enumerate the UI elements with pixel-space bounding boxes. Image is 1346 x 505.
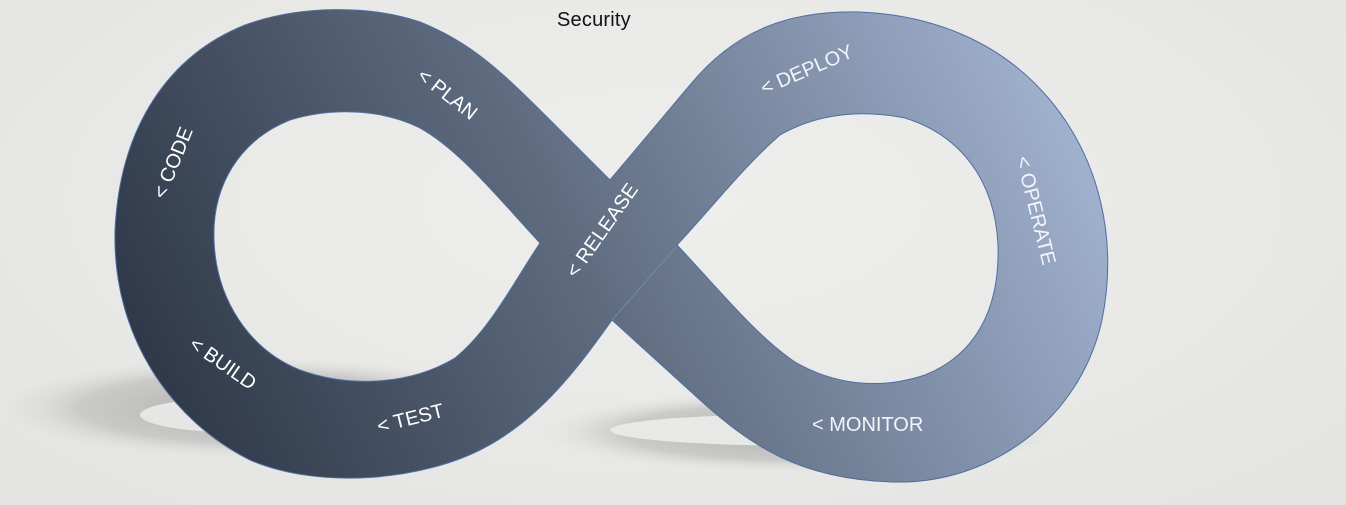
crossing-edge <box>611 246 677 321</box>
diagram-title: Security <box>557 9 631 31</box>
stage-monitor-label: < MONITOR <box>812 414 923 436</box>
infinity-loop <box>114 9 1109 483</box>
